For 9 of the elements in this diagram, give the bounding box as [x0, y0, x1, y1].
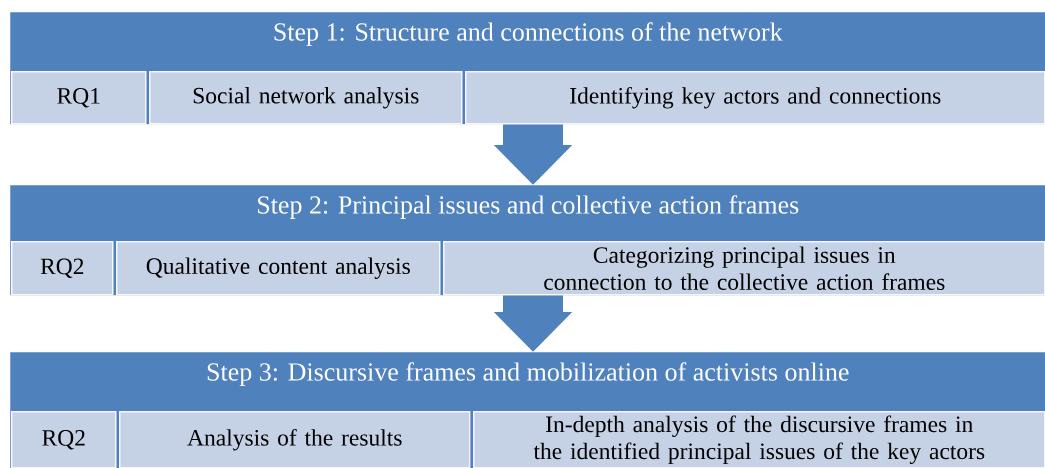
- table-cell: Qualitative content analysis: [116, 241, 441, 296]
- table-cell: In-depth analysis of the discursive frames in the identified principal issues of the key actors: [473, 411, 1045, 468]
- table-cell: RQ1: [11, 71, 147, 125]
- table-cell: RQ2: [11, 241, 114, 296]
- table-cell: Social network analysis: [149, 71, 463, 125]
- table-cell: RQ2: [11, 411, 117, 468]
- table-cell: Categorizing principal issues in connection to the collective action frames: [443, 241, 1045, 296]
- table-cell: Identifying key actors and connections: [465, 71, 1045, 125]
- table-cell: Analysis of the results: [119, 411, 471, 468]
